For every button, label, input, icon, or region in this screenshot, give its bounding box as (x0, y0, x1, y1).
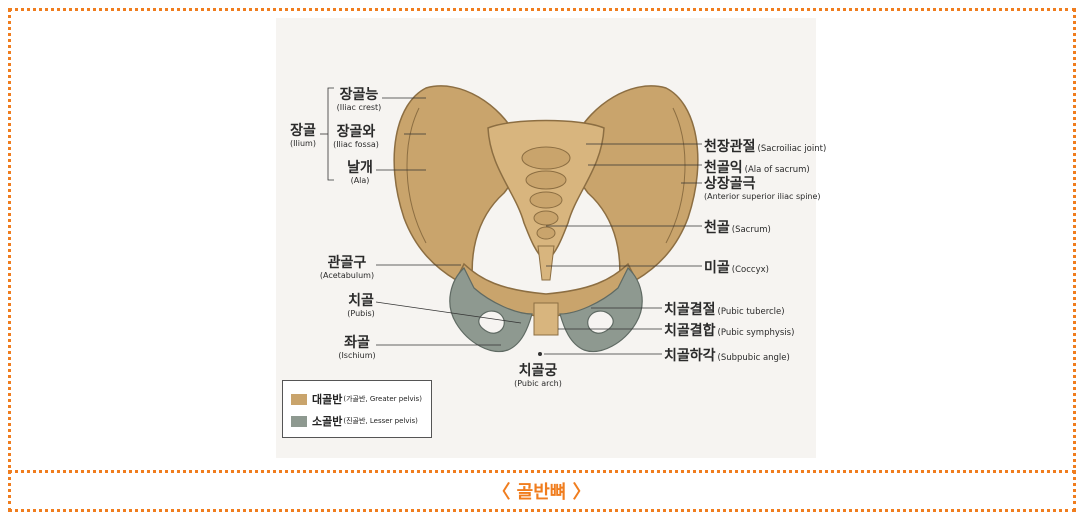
label-acetabulum-ko: 관골구 (318, 256, 376, 270)
pubic-symphysis-shape (534, 303, 558, 335)
label-ala-en: (Ala) (344, 177, 376, 185)
legend-greater-en: (가골반, Greater pelvis) (343, 394, 422, 404)
label-pubis-ko: 치골 (346, 294, 376, 308)
label-subpubic-angle-en: (Subpubic angle) (718, 353, 790, 363)
label-ala-of-sacrum: 천골익(Ala of sacrum) (704, 159, 810, 175)
label-sacroiliac-joint-ko: 천장관절 (704, 139, 756, 155)
right-ilium-shape (573, 86, 698, 303)
label-pubic-arch: 치골궁 (Pubic arch) (508, 364, 568, 388)
sacral-vertebra-5 (537, 227, 555, 239)
label-ala-of-sacrum-ko: 천골익 (704, 160, 743, 176)
label-pubic-tubercle: 치골결절(Pubic tubercle) (664, 301, 785, 317)
label-iliac-fossa-ko: 장골와 (332, 125, 380, 139)
pelvis-diagram: 장골 (Ilium) 장골능 (Iliac crest) 장골와 (Iliac … (276, 18, 816, 458)
label-coccyx-en: (Coccyx) (732, 265, 769, 275)
legend-box: 대골반(가골반, Greater pelvis) 소골반(진골반, Lesser… (282, 380, 432, 438)
label-pubic-symphysis-ko: 치골결합 (664, 323, 716, 339)
label-iliac-fossa: 장골와 (Iliac fossa) (332, 125, 380, 149)
label-pubic-arch-en: (Pubic arch) (508, 380, 568, 388)
legend-greater-ko: 대골반 (312, 391, 342, 407)
label-ala-of-sacrum-en: (Ala of sacrum) (745, 165, 810, 175)
legend-lesser-pelvis: 소골반(진골반, Lesser pelvis) (291, 413, 418, 429)
label-pubic-tubercle-ko: 치골결절 (664, 302, 716, 318)
legend-lesser-swatch (291, 416, 307, 427)
label-ischium-ko: 좌골 (338, 336, 376, 350)
left-ilium-shape (394, 86, 519, 303)
legend-greater-swatch (291, 394, 307, 405)
label-asis: 상장골극 (Anterior superior iliac spine) (704, 177, 821, 201)
label-sacroiliac-joint-en: (Sacroiliac joint) (758, 144, 827, 154)
label-acetabulum-en: (Acetabulum) (318, 272, 376, 280)
label-pubic-arch-ko: 치골궁 (508, 364, 568, 378)
sacral-vertebra-1 (522, 147, 570, 169)
label-ala-ko: 날개 (344, 161, 376, 175)
sacral-vertebra-2 (526, 171, 566, 189)
label-asis-en: (Anterior superior iliac spine) (704, 193, 821, 201)
label-iliac-crest-en: (Iliac crest) (336, 104, 382, 112)
sacral-vertebra-3 (530, 192, 562, 208)
label-asis-ko: 상장골극 (704, 177, 821, 191)
label-sacrum-ko: 천골 (704, 220, 730, 236)
label-pubis: 치골 (Pubis) (346, 294, 376, 318)
label-pubis-en: (Pubis) (346, 310, 376, 318)
label-iliac-crest-ko: 장골능 (336, 88, 382, 102)
subpubic-angle-dot (538, 352, 542, 356)
label-pubic-symphysis: 치골결합(Pubic symphysis) (664, 322, 794, 338)
label-sacroiliac-joint: 천장관절(Sacroiliac joint) (704, 138, 826, 154)
label-ilium: 장골 (Ilium) (288, 124, 318, 148)
label-sacrum-en: (Sacrum) (732, 225, 771, 235)
label-ischium: 좌골 (Ischium) (338, 336, 376, 360)
label-pubic-tubercle-en: (Pubic tubercle) (718, 307, 785, 317)
label-sacrum: 천골(Sacrum) (704, 219, 771, 235)
legend-lesser-en: (진골반, Lesser pelvis) (343, 416, 417, 426)
label-coccyx: 미골(Coccyx) (704, 259, 769, 275)
label-iliac-fossa-en: (Iliac fossa) (332, 141, 380, 149)
label-acetabulum: 관골구 (Acetabulum) (318, 256, 376, 280)
caption-divider (8, 470, 1076, 473)
label-pubic-symphysis-en: (Pubic symphysis) (718, 328, 795, 338)
legend-lesser-ko: 소골반 (312, 413, 342, 429)
sacral-vertebra-4 (534, 211, 558, 225)
label-coccyx-ko: 미골 (704, 260, 730, 276)
label-subpubic-angle: 치골하각(Subpubic angle) (664, 347, 790, 363)
label-ilium-en: (Ilium) (288, 140, 318, 148)
label-iliac-crest: 장골능 (Iliac crest) (336, 88, 382, 112)
label-ala: 날개 (Ala) (344, 161, 376, 185)
label-ischium-en: (Ischium) (338, 352, 376, 360)
coccyx-shape (538, 246, 554, 280)
figure-caption: 〈 골반뼈 〉 (0, 478, 1083, 504)
label-ilium-ko: 장골 (288, 124, 318, 138)
label-subpubic-angle-ko: 치골하각 (664, 348, 716, 364)
legend-greater-pelvis: 대골반(가골반, Greater pelvis) (291, 391, 422, 407)
